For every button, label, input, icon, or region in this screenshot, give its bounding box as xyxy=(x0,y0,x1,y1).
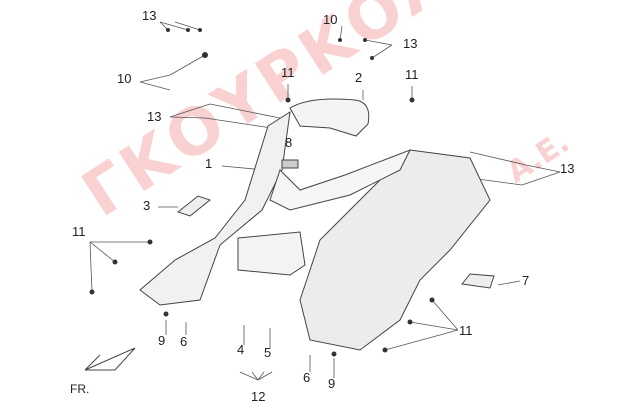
part-8-clip xyxy=(281,159,299,169)
part-floor-center xyxy=(237,231,306,276)
callout-10: 10 xyxy=(117,71,132,86)
callout-13: 13 xyxy=(142,8,157,23)
callout-12: 12 xyxy=(251,389,266,404)
callout-13: 13 xyxy=(147,109,162,124)
callout-6: 6 xyxy=(303,370,311,385)
part-front-panel xyxy=(269,149,412,211)
callout-9: 9 xyxy=(328,376,336,391)
callout-13: 13 xyxy=(403,36,418,51)
callout-11: 11 xyxy=(72,224,86,239)
callout-7: 7 xyxy=(522,273,530,288)
callout-9: 9 xyxy=(158,333,166,348)
callout-11: 11 xyxy=(281,65,295,80)
part-1-left-panel xyxy=(139,110,291,306)
front-direction-arrow xyxy=(84,347,136,371)
callout-10: 10 xyxy=(323,12,338,27)
callout-3: 3 xyxy=(143,198,151,213)
callout-1: 1 xyxy=(205,156,213,171)
callout-2: 2 xyxy=(355,70,363,85)
callout-11: 11 xyxy=(405,67,419,82)
leader-lines xyxy=(89,21,561,381)
callout-11: 11 xyxy=(459,323,473,338)
callout-13: 13 xyxy=(560,161,575,176)
fasteners xyxy=(89,28,435,357)
callout-8: 8 xyxy=(285,135,293,150)
part-right-panel xyxy=(299,149,491,351)
part-2-cover xyxy=(289,98,370,137)
front-direction-label: FR. xyxy=(70,382,90,396)
callout-6: 6 xyxy=(180,334,188,349)
part-3-lid xyxy=(176,195,212,217)
callout-5: 5 xyxy=(264,345,272,360)
callout-4: 4 xyxy=(237,342,245,357)
part-7-lid xyxy=(461,273,495,289)
